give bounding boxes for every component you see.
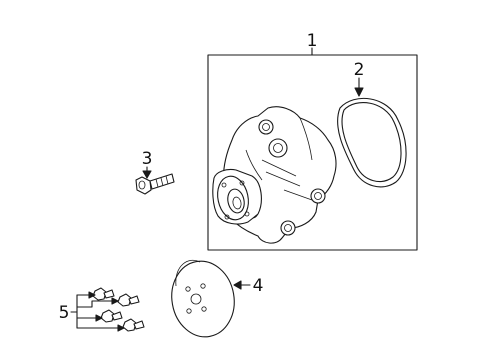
water-pump-body [212, 106, 337, 244]
leader-lines [70, 47, 364, 332]
pulley-bolts [92, 287, 145, 332]
pulley [171, 260, 235, 338]
pump-bolt [135, 173, 175, 195]
callout-1: 1 [307, 31, 318, 51]
gasket [337, 97, 407, 188]
callout-4: 4 [253, 276, 264, 296]
callout-5: 5 [59, 303, 70, 323]
pulley-bolt [92, 287, 115, 301]
pulley-bolt [117, 293, 140, 307]
callout-3: 3 [142, 149, 153, 169]
pulley-bolt [122, 318, 145, 332]
pulley-bolt [100, 309, 123, 323]
callout-2: 2 [354, 60, 365, 80]
